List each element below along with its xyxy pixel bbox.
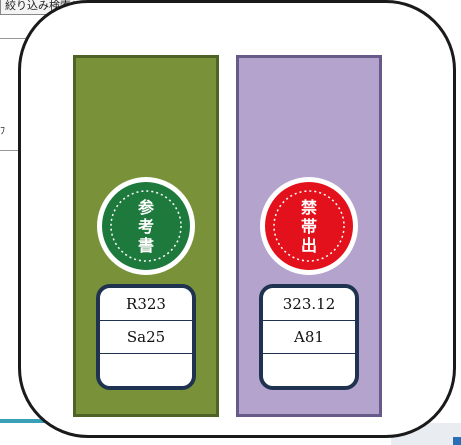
call-number-label: R323 Sa25 bbox=[96, 284, 196, 390]
seal-char: 考 bbox=[138, 217, 154, 236]
call-number-author: A81 bbox=[263, 321, 355, 354]
background-divider bbox=[0, 38, 40, 39]
call-number-class: R323 bbox=[100, 288, 192, 321]
seal-char: 書 bbox=[138, 236, 154, 255]
reference-seal-icon: 参 考 書 bbox=[97, 177, 195, 275]
call-number-class: 323.12 bbox=[263, 288, 355, 321]
background-corner bbox=[453, 437, 461, 445]
reference-book-spine: 参 考 書 R323 Sa25 bbox=[73, 55, 219, 417]
no-loan-seal-icon: 禁 帯 出 bbox=[260, 177, 358, 275]
call-number-volume bbox=[100, 354, 192, 386]
seal-char: 帯 bbox=[301, 217, 317, 236]
call-number-author: Sa25 bbox=[100, 321, 192, 354]
call-number-volume bbox=[263, 354, 355, 386]
no-loan-book-spine: 禁 帯 出 323.12 A81 bbox=[236, 55, 382, 417]
background-divider bbox=[0, 150, 30, 151]
seal-char: 参 bbox=[138, 198, 155, 217]
seal-char: 禁 bbox=[301, 198, 317, 217]
call-number-label: 323.12 A81 bbox=[259, 284, 359, 390]
background-text: ﾌ bbox=[0, 126, 5, 137]
seal-char: 出 bbox=[301, 236, 317, 255]
